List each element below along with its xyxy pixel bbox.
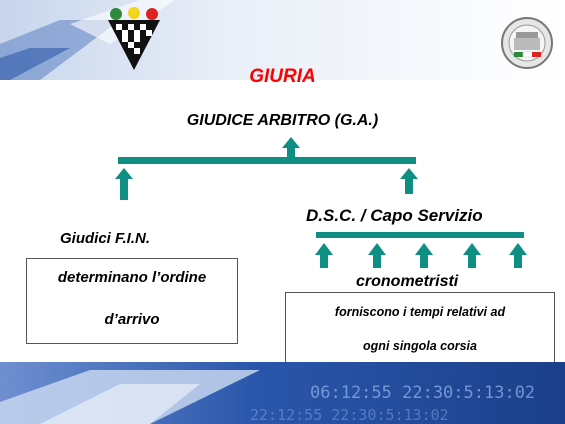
footer-time-lower: 22:12:55 22:30:5:13:02: [250, 406, 449, 424]
fin-judges-text-line1: determinano l’ordine: [57, 269, 207, 286]
bottom-decoration: 06:12:55 22:30:5:13:02 22:12:55 22:30:5:…: [0, 362, 565, 424]
timekeepers-text-line1: forniscono i tempi relativi ad: [334, 305, 506, 319]
fin-judges-label: Giudici F.I.N.: [60, 230, 151, 247]
top-decoration: [0, 0, 565, 80]
fin-judges-text-line2: d’arrivo: [104, 311, 160, 328]
dsc-label: D.S.C. / Capo Servizio: [306, 206, 483, 225]
fin-judges-box: determinano l’ordine d’arrivo: [26, 258, 238, 344]
head-judge-label: GIUDICE ARBITRO (G.A.): [186, 112, 379, 129]
timekeepers-text-line2: ogni singola corsia: [363, 339, 477, 353]
fin-logo: [108, 7, 160, 70]
slide-title: GIURIA: [249, 66, 316, 87]
timekeepers-label: cronometristi: [356, 273, 459, 290]
timekeepers-box: forniscono i tempi relativi ad ogni sing…: [285, 292, 555, 368]
federation-emblem: [501, 17, 553, 69]
footer-time-upper: 06:12:55 22:30:5:13:02: [310, 383, 535, 403]
